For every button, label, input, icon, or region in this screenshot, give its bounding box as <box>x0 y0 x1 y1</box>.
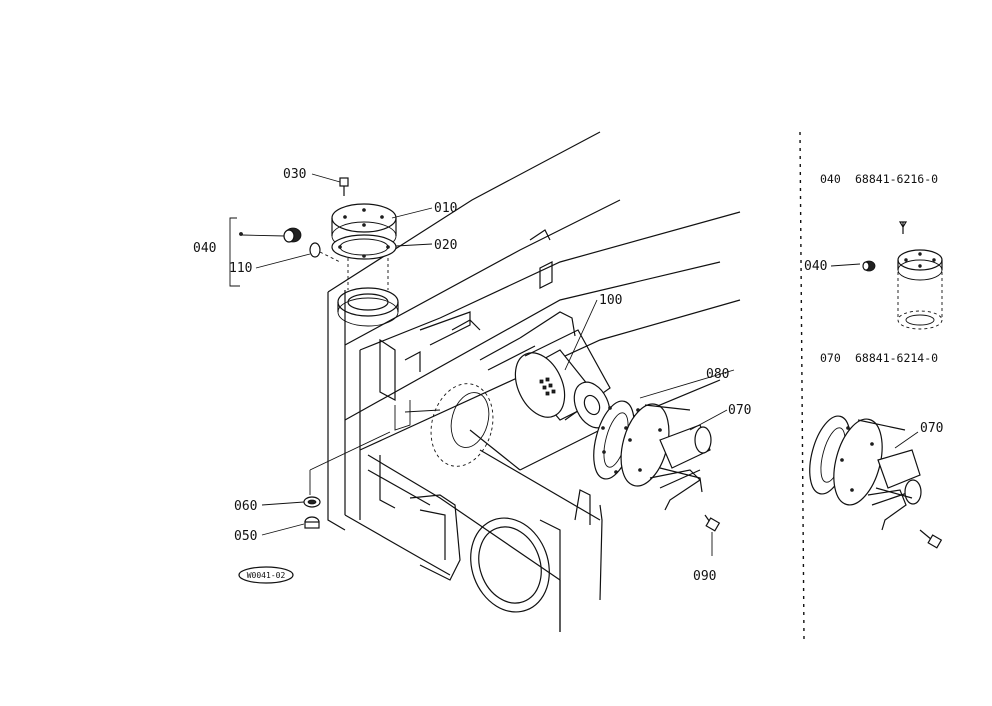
stamp-text: W0041-02 <box>247 571 286 580</box>
variant-070-code: 070 <box>820 351 841 365</box>
callout-070: 070 <box>728 403 751 418</box>
callout-100: 100 <box>599 293 622 308</box>
filter-element <box>479 311 611 429</box>
callout-020: 020 <box>434 238 457 253</box>
section-divider <box>799 131 805 641</box>
variant-040-code: 040 <box>820 172 841 186</box>
variant-040-label: 040 <box>804 259 827 274</box>
cover-assembly <box>593 400 721 532</box>
callout-060: 060 <box>234 499 257 514</box>
callout-080: 080 <box>706 367 729 382</box>
callout-090: 090 <box>693 569 716 584</box>
callout-050: 050 <box>234 529 257 544</box>
tank-cap-assembly <box>331 177 399 327</box>
variant-070-label: 070 <box>920 421 943 436</box>
chassis-frame <box>327 131 741 632</box>
drain-plug-assembly <box>229 217 341 287</box>
drawing-stamp: W0041-02 <box>238 566 294 584</box>
callout-040: 040 <box>193 241 216 256</box>
callout-030: 030 <box>283 167 306 182</box>
variant-070: 070 68841-6214-0 070 <box>809 351 943 549</box>
callout-labels: 030 010 020 040 110 100 080 070 060 050 … <box>193 167 751 584</box>
callout-010: 010 <box>434 201 457 216</box>
dashed-flange <box>394 383 494 467</box>
callout-110: 110 <box>229 261 252 276</box>
round-opening <box>470 517 550 613</box>
leader-lines <box>255 173 735 556</box>
variant-070-part-number: 68841-6214-0 <box>855 351 938 365</box>
variant-040-part-number: 68841-6216-0 <box>855 172 938 186</box>
variant-040: 040 68841-6216-0 040 <box>804 172 943 330</box>
lower-plug-assembly <box>303 431 391 529</box>
